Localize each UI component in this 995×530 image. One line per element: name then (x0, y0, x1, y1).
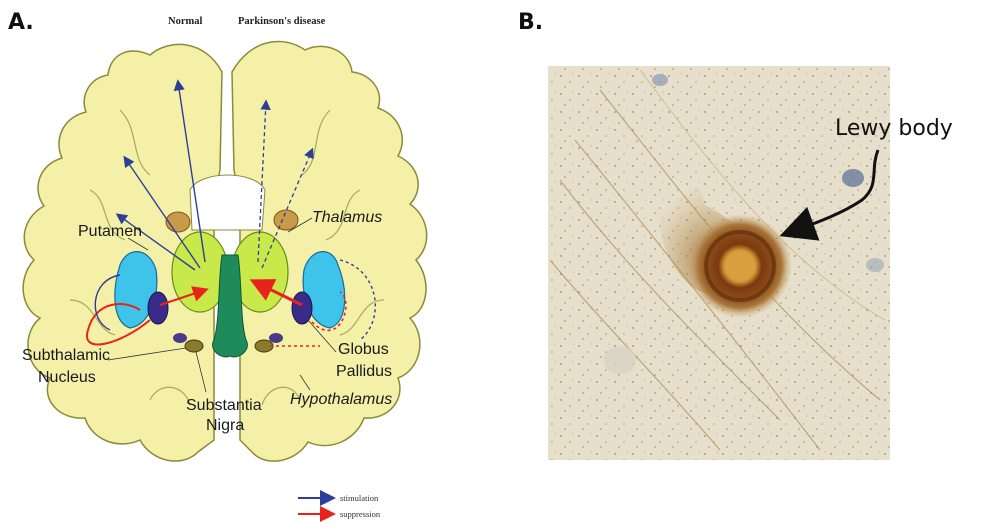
heading-normal: Normal (168, 16, 202, 27)
label-thalamus: Thalamus (312, 209, 382, 226)
legend-stimulation-label: stimulation (340, 493, 379, 503)
label-globus-2: Pallidus (336, 363, 392, 380)
label-substantia-1: Substantia (186, 397, 262, 414)
legend-suppression-label: suppression (340, 509, 381, 519)
globus-pallidus-right (292, 292, 312, 324)
lewy-body-core (726, 252, 754, 280)
micrograph: Lewy body (548, 66, 953, 460)
heading-parkinsons: Parkinson's disease (238, 16, 326, 27)
lewy-body-label: Lewy body (835, 116, 953, 141)
globus-pallidus-left (148, 292, 168, 324)
legend: stimulation suppression (298, 493, 381, 519)
brain-diagram: Normal Parkinson's disease Putamen Thala… (22, 16, 427, 519)
label-subthalamic-2: Nucleus (38, 369, 96, 386)
label-subthalamic-1: Subthalamic (22, 347, 110, 364)
label-putamen: Putamen (78, 223, 142, 240)
substantia-nigra-left (185, 340, 203, 352)
label-hypothalamus: Hypothalamus (290, 391, 392, 408)
label-globus-1: Globus (338, 341, 389, 358)
label-substantia-2: Nigra (206, 417, 244, 434)
